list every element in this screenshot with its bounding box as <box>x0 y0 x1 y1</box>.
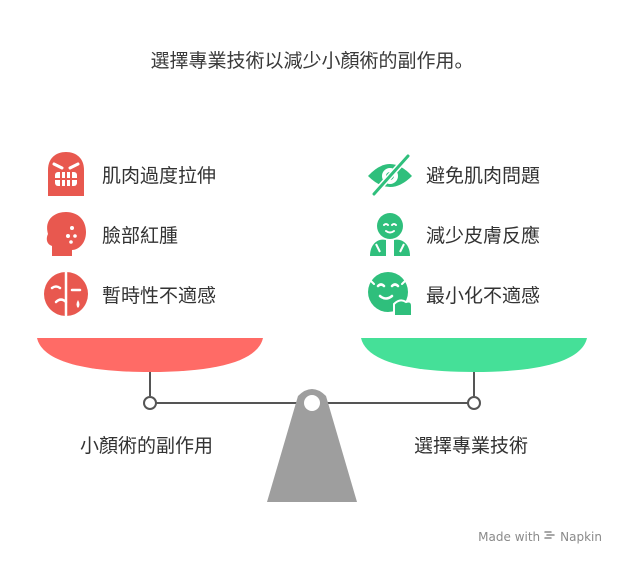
side-effect-label: 肌肉過度拉伸 <box>102 164 217 187</box>
relieved-face-icon <box>366 270 414 318</box>
discomfort-face-icon <box>42 270 90 318</box>
right-side-label: 選擇專業技術 <box>414 435 529 457</box>
swollen-face-icon <box>42 210 90 258</box>
side-effect-label: 臉部紅腫 <box>102 224 179 247</box>
footer-credit[interactable]: Made with Napkin <box>478 529 602 544</box>
benefit-label: 最小化不適感 <box>426 284 541 307</box>
list-item: 臉部紅腫 <box>42 210 178 258</box>
benefit-label: 避免肌肉問題 <box>426 164 541 187</box>
strained-face-icon <box>42 150 90 198</box>
left-pan <box>37 338 263 372</box>
scale-stand <box>267 389 357 502</box>
eye-slash-icon <box>366 150 414 198</box>
page-title: 選擇專業技術以減少小顏術的副作用。 <box>150 50 474 72</box>
napkin-logo-icon <box>544 529 556 544</box>
list-item: 最小化不適感 <box>366 270 540 318</box>
list-item: 減少皮膚反應 <box>366 210 540 258</box>
left-side-label: 小顏術的副作用 <box>80 435 214 457</box>
footer-brand: Napkin <box>560 529 602 544</box>
footer-prefix: Made with <box>478 529 541 544</box>
list-item: 肌肉過度拉伸 <box>42 150 216 198</box>
calm-person-icon <box>366 210 414 258</box>
benefit-label: 減少皮膚反應 <box>426 224 541 247</box>
list-item: 避免肌肉問題 <box>366 150 540 198</box>
list-item: 暫時性不適感 <box>42 270 216 318</box>
right-pan <box>361 338 587 372</box>
side-effect-label: 暫時性不適感 <box>102 284 217 307</box>
scale-pivot <box>304 395 320 411</box>
